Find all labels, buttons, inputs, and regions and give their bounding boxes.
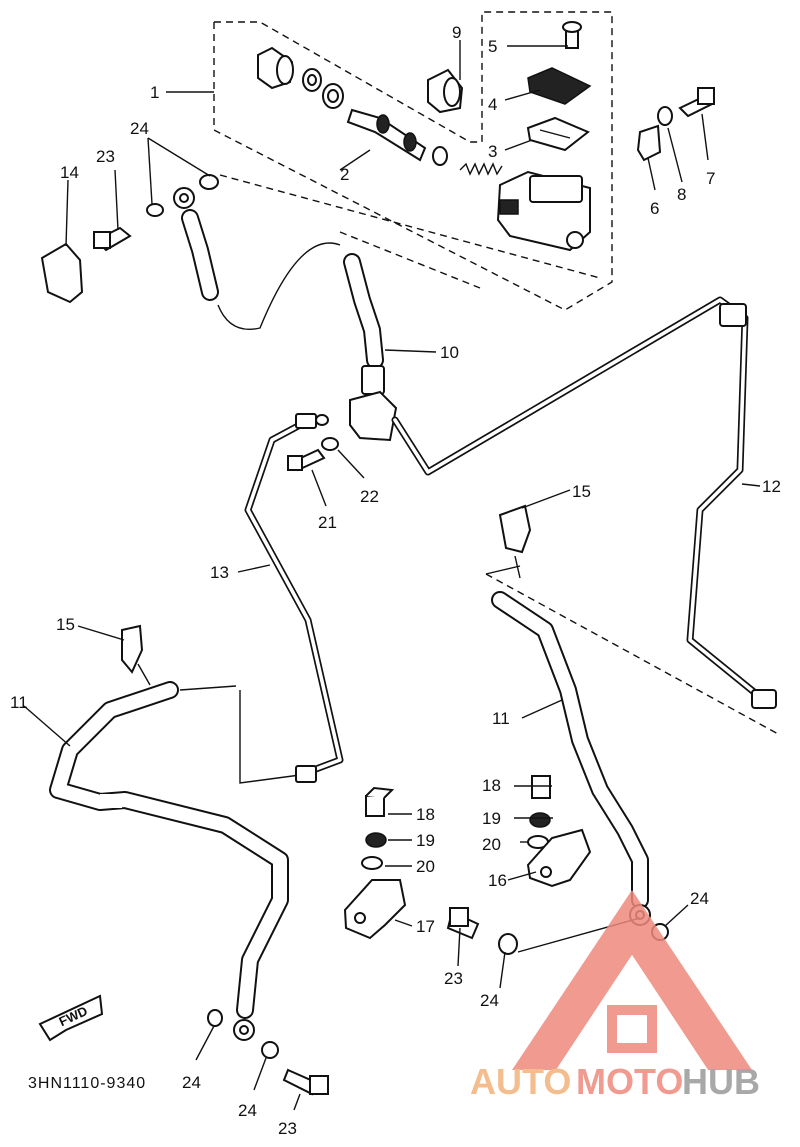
- callout-24c: 24: [690, 889, 709, 908]
- callout-3: 3: [488, 142, 497, 161]
- callout-1: 1: [150, 83, 159, 102]
- callout-9: 9: [452, 23, 461, 42]
- part-code: 3HN1110-9340: [28, 1075, 146, 1092]
- callout-23b: 23: [444, 969, 463, 988]
- left-brake-hose: [49, 624, 329, 1096]
- callout-5: 5: [488, 37, 497, 56]
- leader-lines: [23, 40, 761, 1111]
- fwd-arrow: FWD: [38, 994, 104, 1042]
- callout-19b: 19: [482, 809, 501, 828]
- callout-20a: 20: [416, 857, 435, 876]
- callout-15b: 15: [572, 482, 591, 501]
- callout-17: 17: [416, 917, 435, 936]
- callout-7: 7: [706, 169, 715, 188]
- reservoir-hose: [217, 242, 398, 442]
- callout-8: 8: [677, 185, 686, 204]
- callout-6: 6: [650, 199, 659, 218]
- callout-11b: 11: [492, 709, 510, 728]
- callout-24b: 24: [480, 991, 499, 1010]
- logo-auto: AUTO: [470, 1061, 571, 1102]
- callout-24d: 24: [182, 1073, 201, 1092]
- callout-12: 12: [762, 477, 781, 496]
- callout-13: 13: [210, 563, 229, 582]
- callout-18a: 18: [416, 805, 435, 824]
- callout-4: 4: [488, 95, 497, 114]
- callout-labels: 1 2 3 4 5 6 7 8 9 10 11 11 12 13 14 15 1…: [10, 23, 781, 1138]
- right-brake-hose: [485, 504, 781, 941]
- callout-22: 22: [360, 487, 379, 506]
- callout-23a: 23: [96, 147, 115, 166]
- callout-23c: 23: [278, 1119, 297, 1138]
- automotohub-watermark: AUTO MOTO HUB: [470, 890, 760, 1102]
- logo-triangle-icon: [512, 890, 752, 1070]
- callout-15a: 15: [56, 615, 75, 634]
- callout-24a: 24: [130, 119, 149, 138]
- logo-moto: MOTO: [576, 1061, 683, 1102]
- assembly-outline: [213, 11, 613, 311]
- brake-pipes: [239, 296, 777, 784]
- callout-10: 10: [440, 343, 459, 362]
- callout-11a: 11: [10, 693, 28, 712]
- callout-19a: 19: [416, 831, 435, 850]
- callout-2: 2: [340, 165, 349, 184]
- banjo-hose-top: [40, 174, 219, 304]
- callout-18b: 18: [482, 776, 501, 795]
- master-cylinder-parts: [257, 21, 715, 252]
- brackets-fasteners: [343, 775, 641, 955]
- callout-21: 21: [318, 513, 337, 532]
- callout-16: 16: [488, 871, 507, 890]
- logo-hub: HUB: [682, 1061, 760, 1102]
- callout-20b: 20: [482, 835, 501, 854]
- callout-14: 14: [60, 163, 79, 182]
- callout-24e: 24: [238, 1101, 257, 1120]
